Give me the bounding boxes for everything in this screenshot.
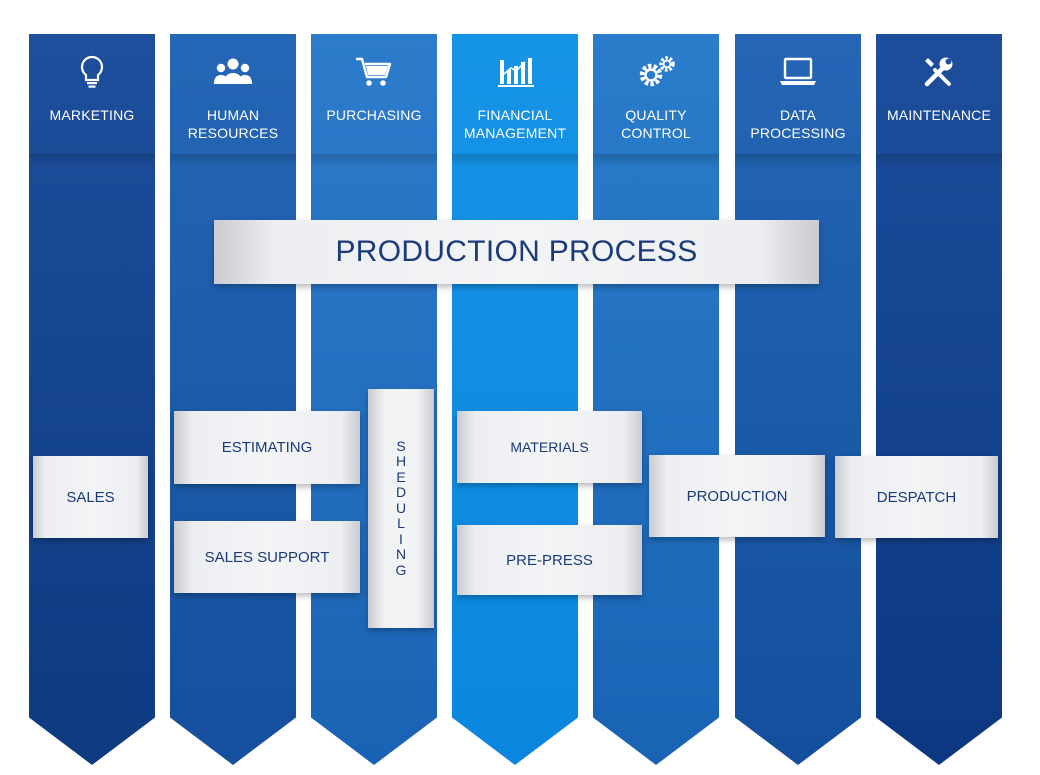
column-maintenance: MAINTENANCE — [876, 34, 1002, 765]
gears-icon — [636, 54, 676, 90]
sales-card: SALES — [33, 456, 148, 538]
scheduling-letter: E — [396, 468, 406, 485]
despatch-card: DESPATCH — [835, 456, 998, 538]
column-marketing: MARKETING — [29, 34, 155, 765]
sales-support-card: SALES SUPPORT — [174, 521, 360, 593]
column-header: HUMAN RESOURCES — [170, 34, 296, 168]
column-header: MAINTENANCE — [876, 34, 1002, 168]
column-label: MAINTENANCE — [886, 107, 992, 123]
column-header: FINANCIAL MANAGEMENT — [452, 34, 578, 168]
column-label: FINANCIAL MANAGEMENT — [463, 107, 567, 141]
scheduling-letter: N — [395, 546, 407, 563]
lightbulb-icon — [72, 54, 112, 90]
pre-press-card: PRE-PRESS — [457, 525, 642, 595]
tools-icon — [919, 54, 959, 90]
materials-card: MATERIALS — [457, 411, 642, 483]
column-quality-control: QUALITY CONTROL — [593, 34, 719, 765]
column-label: PURCHASING — [326, 107, 422, 123]
scheduling-letter: D — [395, 484, 407, 501]
laptop-icon — [778, 54, 818, 90]
column-human-resources: HUMAN RESOURCES — [170, 34, 296, 765]
scheduling-letter: L — [397, 515, 405, 532]
column-header: DATA PROCESSING — [735, 34, 861, 168]
people-icon — [213, 54, 253, 90]
scheduling-letter: U — [395, 499, 407, 516]
column-label: HUMAN RESOURCES — [187, 107, 279, 141]
column-label: MARKETING — [49, 107, 135, 123]
column-label: DATA PROCESSING — [750, 107, 846, 141]
production-card: PRODUCTION — [649, 455, 825, 537]
column-financial-management: FINANCIAL MANAGEMENT — [452, 34, 578, 765]
bar-chart-icon — [495, 54, 535, 90]
scheduling-letter: H — [395, 453, 407, 470]
scheduling-letter: I — [399, 530, 403, 547]
column-data-processing: DATA PROCESSING — [735, 34, 861, 765]
estimating-card: ESTIMATING — [174, 411, 360, 484]
shopping-cart-icon — [354, 54, 394, 90]
scheduling-letter: G — [395, 561, 407, 578]
column-label: QUALITY CONTROL — [621, 107, 691, 141]
production-process-banner: PRODUCTION PROCESS — [214, 220, 819, 284]
column-header: MARKETING — [29, 34, 155, 168]
scheduling-letter: S — [396, 437, 406, 454]
column-header: QUALITY CONTROL — [593, 34, 719, 168]
column-header: PURCHASING — [311, 34, 437, 168]
